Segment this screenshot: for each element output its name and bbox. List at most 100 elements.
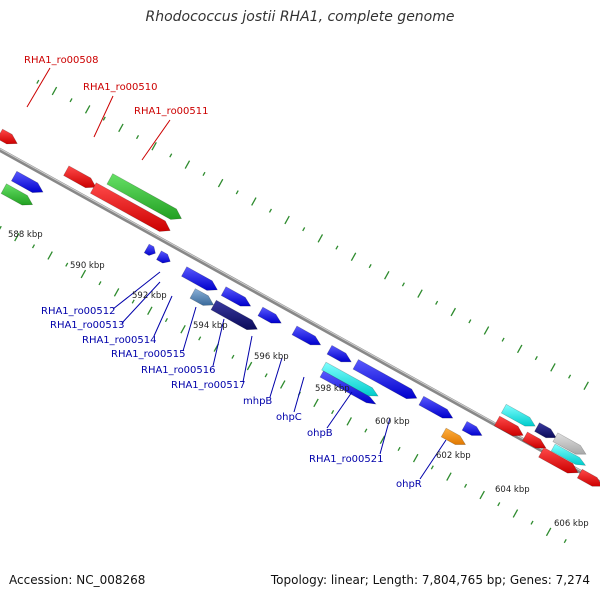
gene-arrow[interactable] [522,431,547,449]
gene-label[interactable]: RHA1_ro00513 [50,320,125,331]
gene-arrow[interactable] [440,427,467,445]
gene-arrow[interactable] [352,359,418,400]
leader-line [419,439,447,480]
tick-mark [583,381,589,391]
tick-mark [0,225,2,230]
accession-text: Accession: NC_008268 [9,573,146,587]
tick-mark [118,123,124,133]
tick-mark [102,116,106,121]
tick-mark [331,410,335,415]
leader-line [121,281,161,324]
gene-arrow[interactable] [156,250,171,264]
gene-arrow[interactable] [181,266,218,291]
gene-label[interactable]: RHA1_ro00516 [141,365,216,376]
tick-mark [80,269,87,279]
leader-line [112,271,161,310]
gene-label[interactable]: ohpC [276,412,302,423]
gene-arrow[interactable] [534,422,557,439]
tick-marks [0,79,589,544]
label-leader-lines [26,67,447,480]
tick-mark [516,344,523,354]
scale-label: 594 kbp [193,321,228,331]
gene-arrow[interactable] [552,432,587,455]
leader-line [326,391,353,429]
tick-mark [335,245,339,250]
tick-mark [397,446,401,452]
highlight-gene-label[interactable]: RHA1_ro00510 [83,82,158,93]
gene-label[interactable]: RHA1_ro00517 [171,380,246,391]
gene-labels: RHA1_ro00508RHA1_ro00510RHA1_ro00511RHA1… [24,55,422,490]
gene-features [0,128,600,487]
tick-mark [430,465,434,470]
leader-line [212,318,225,367]
tick-mark [113,288,120,297]
tick-mark [135,134,140,140]
tick-mark [483,326,490,335]
tick-mark [313,398,319,408]
gene-arrow[interactable] [189,288,215,306]
gene-arrow[interactable] [576,468,600,487]
gene-arrow[interactable] [493,415,524,437]
tick-mark [446,472,452,481]
gene-arrow[interactable] [461,420,483,436]
tick-mark [264,373,268,378]
gene-label[interactable]: ohpB [307,428,333,439]
highlight-gene-label[interactable]: RHA1_ro00508 [24,55,99,66]
gene-arrow[interactable] [106,173,182,220]
tick-mark [198,336,202,341]
tick-mark [568,374,572,379]
tick-mark [350,252,357,262]
gene-label[interactable]: RHA1_ro00515 [111,349,186,360]
gene-arrow[interactable] [538,447,579,474]
leader-line [293,376,305,413]
tick-mark [512,509,519,518]
tick-mark [501,337,505,342]
gene-arrow[interactable] [220,286,252,307]
gene-arrow[interactable] [500,403,536,427]
tick-mark [184,160,191,169]
tick-mark [563,539,567,544]
gene-arrow[interactable] [0,128,18,145]
tick-mark [235,190,239,195]
tick-mark [268,208,272,213]
gene-arrow[interactable] [326,344,352,363]
scale-label: 600 kbp [375,417,410,427]
tick-mark [479,490,485,500]
gene-arrow[interactable] [291,325,322,346]
tick-mark [284,215,290,225]
tick-mark [84,105,91,114]
tick-mark [317,234,324,243]
tick-mark [65,262,69,267]
tick-mark [147,306,153,316]
gene-arrow[interactable] [319,370,377,405]
gene-arrow[interactable] [143,243,156,256]
tick-mark [379,435,386,445]
tick-mark [550,363,556,372]
gene-label[interactable]: RHA1_ro00521 [309,454,384,465]
tick-mark [164,317,168,323]
leader-line [242,335,253,383]
gene-arrow[interactable] [89,182,171,232]
tick-mark [468,319,472,324]
gene-arrow[interactable] [418,395,454,419]
tick-mark [280,380,286,389]
gene-arrow[interactable] [257,306,282,324]
gene-arrow[interactable] [550,443,587,466]
highlight-gene-label[interactable]: RHA1_ro00511 [134,106,209,117]
tick-mark [217,178,224,188]
gene-label[interactable]: RHA1_ro00512 [41,306,116,317]
gene-label[interactable]: mhpB [243,396,272,407]
gene-arrow[interactable] [210,299,258,331]
scale-label: 590 kbp [70,261,105,271]
gene-arrow[interactable] [63,165,97,189]
gene-arrow[interactable] [10,170,44,193]
gene-label[interactable]: RHA1_ro00514 [82,335,157,346]
gene-arrow[interactable] [0,183,34,206]
gene-label[interactable]: ohpR [396,479,422,490]
tick-mark [231,354,235,359]
gene-arrow[interactable] [321,361,379,397]
tick-mark [368,263,372,269]
leader-line [153,295,173,337]
